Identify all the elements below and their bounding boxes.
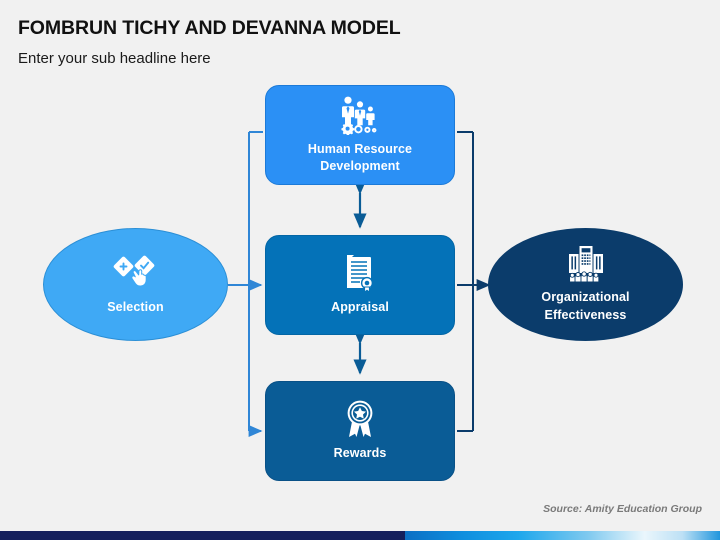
office-building-people-icon bbox=[563, 245, 609, 283]
node-hrd-label: Human Resource Development bbox=[308, 141, 412, 176]
node-hrd-label-line1: Human Resource bbox=[307, 141, 413, 156]
certificate-document-icon bbox=[343, 253, 377, 294]
node-orgeff-label-line1: Organizational bbox=[541, 290, 630, 305]
connector-right-trunk bbox=[457, 131, 491, 432]
bottom-accent-bar bbox=[0, 531, 720, 540]
node-orgeff-label: Organizational Effectiveness bbox=[541, 289, 629, 324]
node-rewards[interactable]: Rewards bbox=[265, 381, 455, 481]
node-orgeff-label-line2: Effectiveness bbox=[544, 307, 627, 322]
node-selection[interactable]: Selection bbox=[43, 228, 228, 341]
node-appraisal-label: Appraisal bbox=[331, 300, 389, 315]
node-human-resource-development[interactable]: Human Resource Development bbox=[265, 85, 455, 185]
node-selection-label: Selection bbox=[107, 299, 164, 314]
connector-selection-trunk bbox=[228, 131, 263, 431]
people-gears-icon bbox=[337, 95, 383, 136]
node-organizational-effectiveness[interactable]: Organizational Effectiveness bbox=[488, 228, 683, 341]
node-rewards-label: Rewards bbox=[333, 446, 387, 461]
node-hrd-label-line2: Development bbox=[320, 159, 400, 173]
award-ribbon-icon bbox=[342, 399, 378, 439]
bottom-bar-solid-segment bbox=[0, 531, 405, 540]
page-subtitle: Enter your sub headline here bbox=[18, 50, 211, 67]
node-appraisal[interactable]: Appraisal bbox=[265, 235, 455, 335]
bottom-bar-gradient-segment bbox=[405, 531, 720, 540]
hand-select-cards-icon bbox=[113, 253, 159, 293]
source-attribution: Source: Amity Education Group bbox=[543, 503, 702, 515]
page-title: FOMBRUN TICHY AND DEVANNA MODEL bbox=[18, 17, 401, 39]
